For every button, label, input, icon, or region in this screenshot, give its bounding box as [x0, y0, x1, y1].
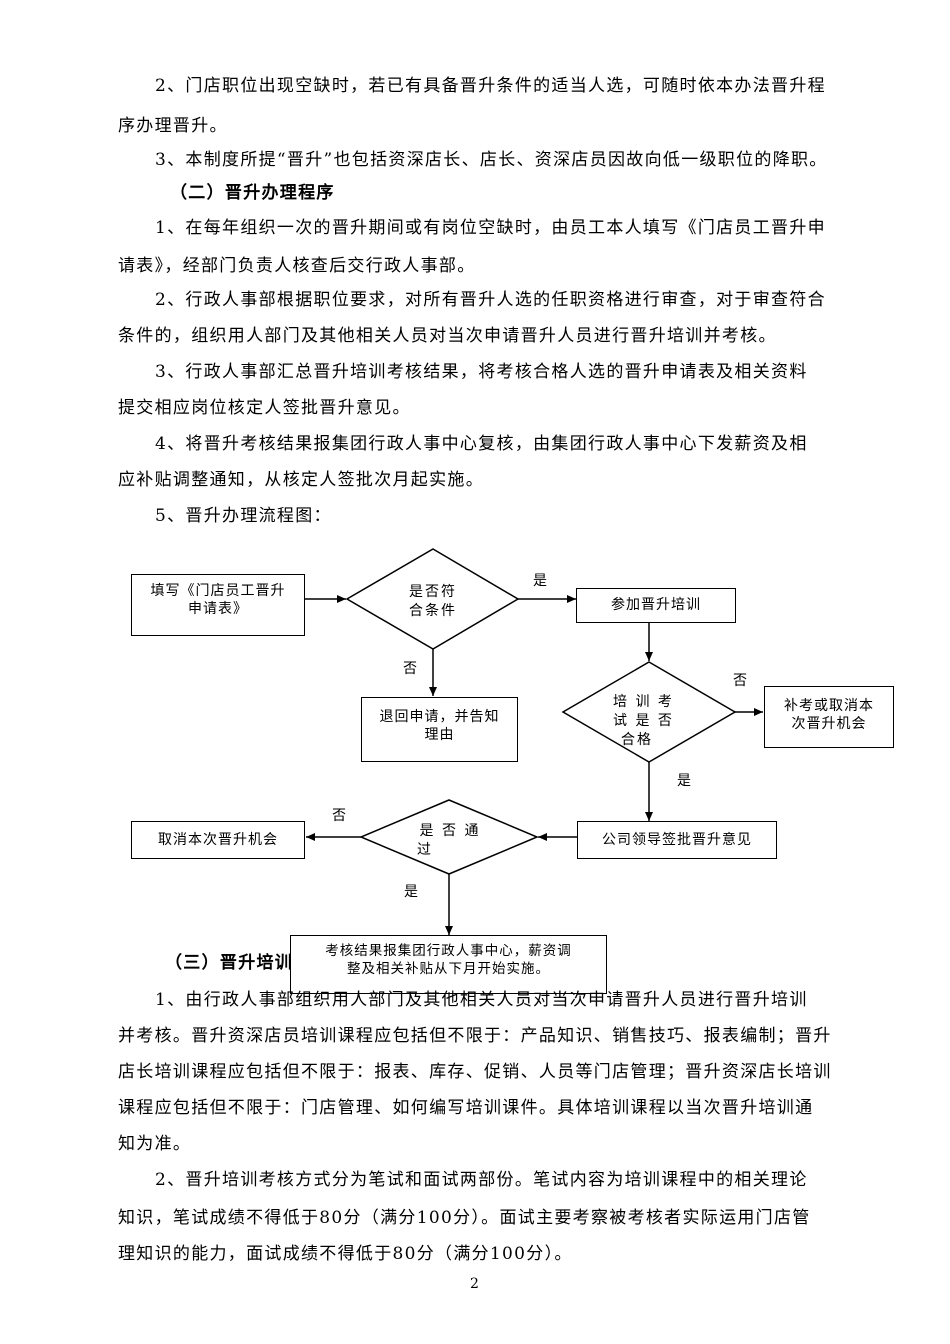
flow-text: 过	[417, 842, 433, 858]
paragraph-text: 店长培训课程应包括但不限于：报表、库存、促销、人员等门店管理；晋升资深店长培训	[118, 1062, 832, 1082]
paragraph-text: 知识，笔试成绩不得低于80分（满分100分）。面试主要考察被考核者实际运用门店管	[118, 1208, 811, 1228]
flow-text: 是否符	[409, 584, 457, 600]
leader-approval-box: 公司领导签批晋升意见	[577, 821, 777, 859]
flow-text: 整及相关补贴从下月开始实施。	[347, 961, 550, 977]
flow-text: 退回申请，并告知	[379, 709, 500, 725]
yes-label: 是	[533, 573, 547, 589]
yes-label: 是	[677, 773, 691, 789]
paragraph-text: 5、晋升办理流程图：	[155, 506, 332, 526]
paragraph-text: 知为准。	[118, 1134, 192, 1154]
flow-text: 理由	[424, 727, 455, 743]
flow-text: 是 否 通	[419, 823, 481, 839]
paragraph-text: 4、将晋升考核结果报集团行政人事中心复核，由集团行政人事中心下发薪资及相	[155, 434, 808, 454]
paragraph-text: 3、本制度所提“晋升”也包括资深店长、店长、资深店员因故向低一级职位的降职。	[155, 150, 828, 170]
exam-question: 培 训 考 试 是 否 合格	[605, 693, 703, 750]
pass-question: 是 否 通 过	[405, 822, 495, 860]
paragraph-text: 课程应包括但不限于：门店管理、如何编写培训课件。具体培训课程以当次晋升培训通	[118, 1098, 814, 1118]
paragraph-text: 3、行政人事部汇总晋升培训考核结果，将考核合格人选的晋升申请表及相关资料	[155, 362, 808, 382]
flow-text: 公司领导签批晋升意见	[602, 832, 752, 848]
flow-text: 合条件	[409, 603, 457, 619]
page-number: 2	[470, 1276, 479, 1292]
report-result-box: 考核结果报集团行政人事中心，薪资调 整及相关补贴从下月开始实施。	[290, 935, 607, 994]
paragraph-text: 请表》，经部门负责人核查后交行政人事部。	[118, 256, 476, 276]
flow-text: 次晋升机会	[791, 716, 867, 732]
paragraph-text: 1、由行政人事部组织用人部门及其他相关人员对当次申请晋升人员进行晋升培训	[155, 990, 808, 1010]
paragraph-text: 2、晋升培训考核方式分为笔试和面试两部份。笔试内容为培训课程中的相关理论	[155, 1170, 808, 1190]
flow-text: 考核结果报集团行政人事中心，薪资调	[325, 943, 572, 959]
return-application-box: 退回申请，并告知 理由	[361, 697, 518, 762]
paragraph-text: 并考核。晋升资深店员培训课程应包括但不限于：产品知识、销售技巧、报表编制；晋升	[118, 1026, 832, 1046]
no-label: 否	[733, 673, 747, 689]
flow-text: 培 训 考	[613, 694, 674, 710]
paragraph-text: 提交相应岗位核定人签批晋升意见。	[118, 398, 411, 418]
eligibility-question: 是否符 合条件	[383, 583, 483, 621]
section-heading: （三）晋升培训	[165, 953, 294, 973]
cancel-promotion-box: 取消本次晋升机会	[131, 821, 305, 859]
section-heading: （二）晋升办理程序	[170, 183, 335, 203]
flow-text: 试 是 否	[613, 713, 674, 729]
makeup-or-cancel-box: 补考或取消本 次晋升机会	[764, 686, 894, 748]
no-label: 否	[332, 808, 346, 824]
paragraph-text: 2、门店职位出现空缺时，若已有具备晋升条件的适当人选，可随时依本办法晋升程	[155, 76, 826, 96]
flow-text: 参加晋升培训	[611, 597, 701, 613]
paragraph-text: 条件的，组织用人部门及其他相关人员对当次申请晋升人员进行晋升培训并考核。	[118, 326, 777, 346]
yes-label: 是	[404, 884, 418, 900]
paragraph-text: 序办理晋升。	[118, 116, 228, 136]
paragraph-text: 应补贴调整通知，从核定人签批次月起实施。	[118, 470, 484, 490]
attend-training-box: 参加晋升培训	[576, 588, 736, 623]
paragraph-text: 1、在每年组织一次的晋升期间或有岗位空缺时，由员工本人填写《门店员工晋升申	[155, 218, 826, 238]
no-label: 否	[403, 661, 417, 677]
flow-text: 补考或取消本	[784, 698, 874, 714]
paragraph-text: 理知识的能力，面试成绩不得低于80分（满分100分）。	[118, 1244, 573, 1264]
fill-application-form-box: 填写《门店员工晋升 申请表》	[131, 574, 305, 636]
flow-text: 取消本次晋升机会	[158, 832, 278, 848]
paragraph-text: 2、行政人事部根据职位要求，对所有晋升人选的任职资格进行审查，对于审查符合	[155, 290, 826, 310]
flow-text: 合格	[621, 732, 653, 748]
flow-text: 申请表》	[188, 601, 248, 617]
flow-text: 填写《门店员工晋升	[150, 583, 286, 599]
